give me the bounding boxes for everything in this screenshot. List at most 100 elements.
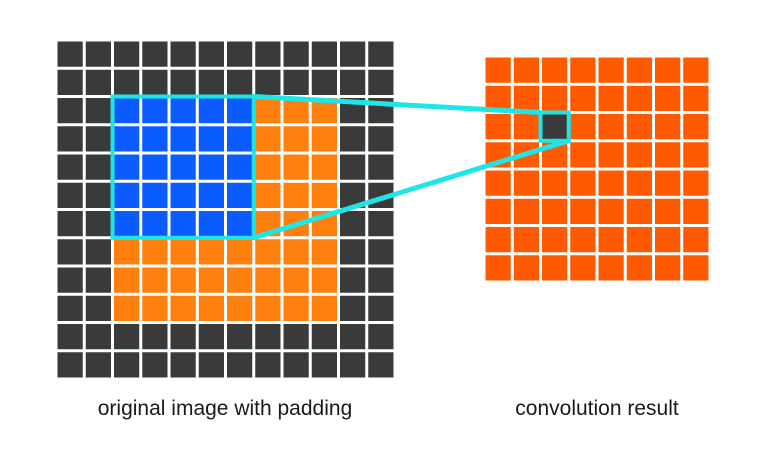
padding-cell [198,324,224,350]
padding-cell [57,295,83,321]
image-cell [255,98,281,124]
output-cell [485,85,511,111]
padding-cell [283,352,309,378]
padding-cell [57,182,83,208]
output-cell [542,57,568,83]
image-cell [283,239,309,265]
kernel-cell [142,182,168,208]
image-cell [283,126,309,152]
output-cell [485,57,511,83]
image-cell [198,295,224,321]
padding-cell [255,41,281,67]
image-cell [170,239,196,265]
image-cell [311,126,337,152]
padding-cell [227,324,253,350]
kernel-cell [170,182,196,208]
padding-cell [114,324,140,350]
output-cell [513,57,539,83]
connector-line-bottom [251,138,572,241]
kernel-cell [114,211,140,237]
output-cell [513,227,539,253]
padding-cell [57,126,83,152]
image-cell [255,239,281,265]
image-cell [198,239,224,265]
output-cell [570,57,596,83]
padding-cell [170,69,196,95]
image-cell [283,182,309,208]
output-cell [542,170,568,196]
padding-cell [368,69,394,95]
output-cell [683,198,709,224]
kernel-cell [142,98,168,124]
padding-cell [85,182,111,208]
padding-cell [368,295,394,321]
padding-cell [142,41,168,67]
kernel-cell [198,126,224,152]
output-cell [626,142,652,168]
image-cell [255,295,281,321]
padding-cell [340,295,366,321]
image-cell [283,98,309,124]
kernel-connector [110,94,572,241]
image-cell [198,267,224,293]
kernel-cell [227,182,253,208]
output-cell [598,227,624,253]
output-cell [626,198,652,224]
padding-cell [340,69,366,95]
output-cell [683,255,709,281]
kernel-outline [110,94,256,240]
connector-line-top [251,94,543,115]
image-cell [283,154,309,180]
padding-cell [368,211,394,237]
output-cell [513,114,539,140]
output-highlight-cell [542,114,568,140]
padding-cell [368,239,394,265]
output-cell [683,114,709,140]
padding-cell [311,41,337,67]
padding-cell [142,324,168,350]
padding-cell [85,69,111,95]
output-cell [570,227,596,253]
padding-cell [255,69,281,95]
kernel-cell [142,154,168,180]
kernel-cell [227,98,253,124]
image-cell [311,182,337,208]
output-cell [570,114,596,140]
padding-cell [57,324,83,350]
input-grid [57,41,394,378]
padding-cell [227,352,253,378]
output-cell [655,227,681,253]
output-cell [626,170,652,196]
padding-cell [368,324,394,350]
image-cell [114,239,140,265]
image-cell [142,239,168,265]
output-cell [513,85,539,111]
padding-cell [340,267,366,293]
output-cell [655,198,681,224]
padding-cell [198,352,224,378]
output-cell [683,57,709,83]
output-cell [542,255,568,281]
output-cell [598,85,624,111]
padding-cell [57,69,83,95]
image-cell [311,154,337,180]
output-cell [626,255,652,281]
output-cell [570,255,596,281]
padding-cell [311,352,337,378]
kernel-cell [170,211,196,237]
padding-cell [283,41,309,67]
output-cell [683,227,709,253]
padding-cell [57,211,83,237]
output-cell [570,142,596,168]
output-cell [626,85,652,111]
padding-cell [311,324,337,350]
padding-cell [198,41,224,67]
image-cell [255,154,281,180]
output-cell [598,142,624,168]
image-cell [227,295,253,321]
padding-cell [255,352,281,378]
padding-cell [85,126,111,152]
kernel-cell [227,211,253,237]
kernel-cell [198,182,224,208]
